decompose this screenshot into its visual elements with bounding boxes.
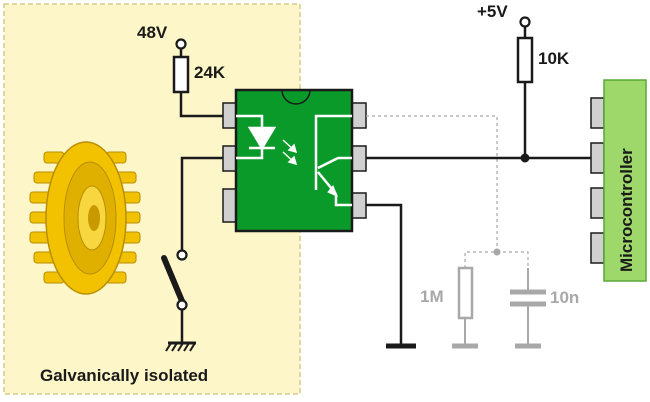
resistor-1m [457,266,474,320]
resistor-24k [172,55,190,94]
label-10n: 10n [550,288,579,307]
optocoupler [234,88,354,233]
led-icon [236,114,277,160]
mcu-pin-3 [590,187,605,219]
label-24k: 24K [194,63,226,82]
switch-contact [176,249,188,261]
resistor-10k [516,36,534,84]
wire-emitter-ground [366,203,403,345]
supply-5v-terminal [519,16,531,28]
mcu-pin-1 [590,97,605,129]
label-10k: 10K [538,49,570,68]
microcontroller [603,79,647,282]
switch-pivot [176,299,188,311]
label-microcontroller: Microcontroller [617,148,636,272]
supply-48v-terminal [175,38,187,50]
label-48v: 48V [137,23,168,42]
mcu-pin-4 [590,232,605,264]
microcontroller-pins [590,97,605,264]
wire-24k-to-pin1 [179,92,236,118]
light-arrows-icon [282,139,298,166]
wire-grey-rc [464,251,529,268]
ground-isolated-icon [165,341,196,352]
isolated-zone-label: Galvanically isolated [40,366,208,385]
label-5v: +5V [477,2,508,21]
opto-pin-5 [351,145,367,172]
gear-icon [29,141,141,295]
phototransistor-icon [314,114,352,207]
opto-pin-6 [351,102,367,129]
label-1m: 1M [420,287,444,306]
switch-lever [161,255,185,304]
wire-pin2-to-switch [180,156,236,252]
opto-pin-4 [351,192,367,219]
wire-unused-dotted [366,115,498,250]
mcu-pin-2 [590,142,605,174]
